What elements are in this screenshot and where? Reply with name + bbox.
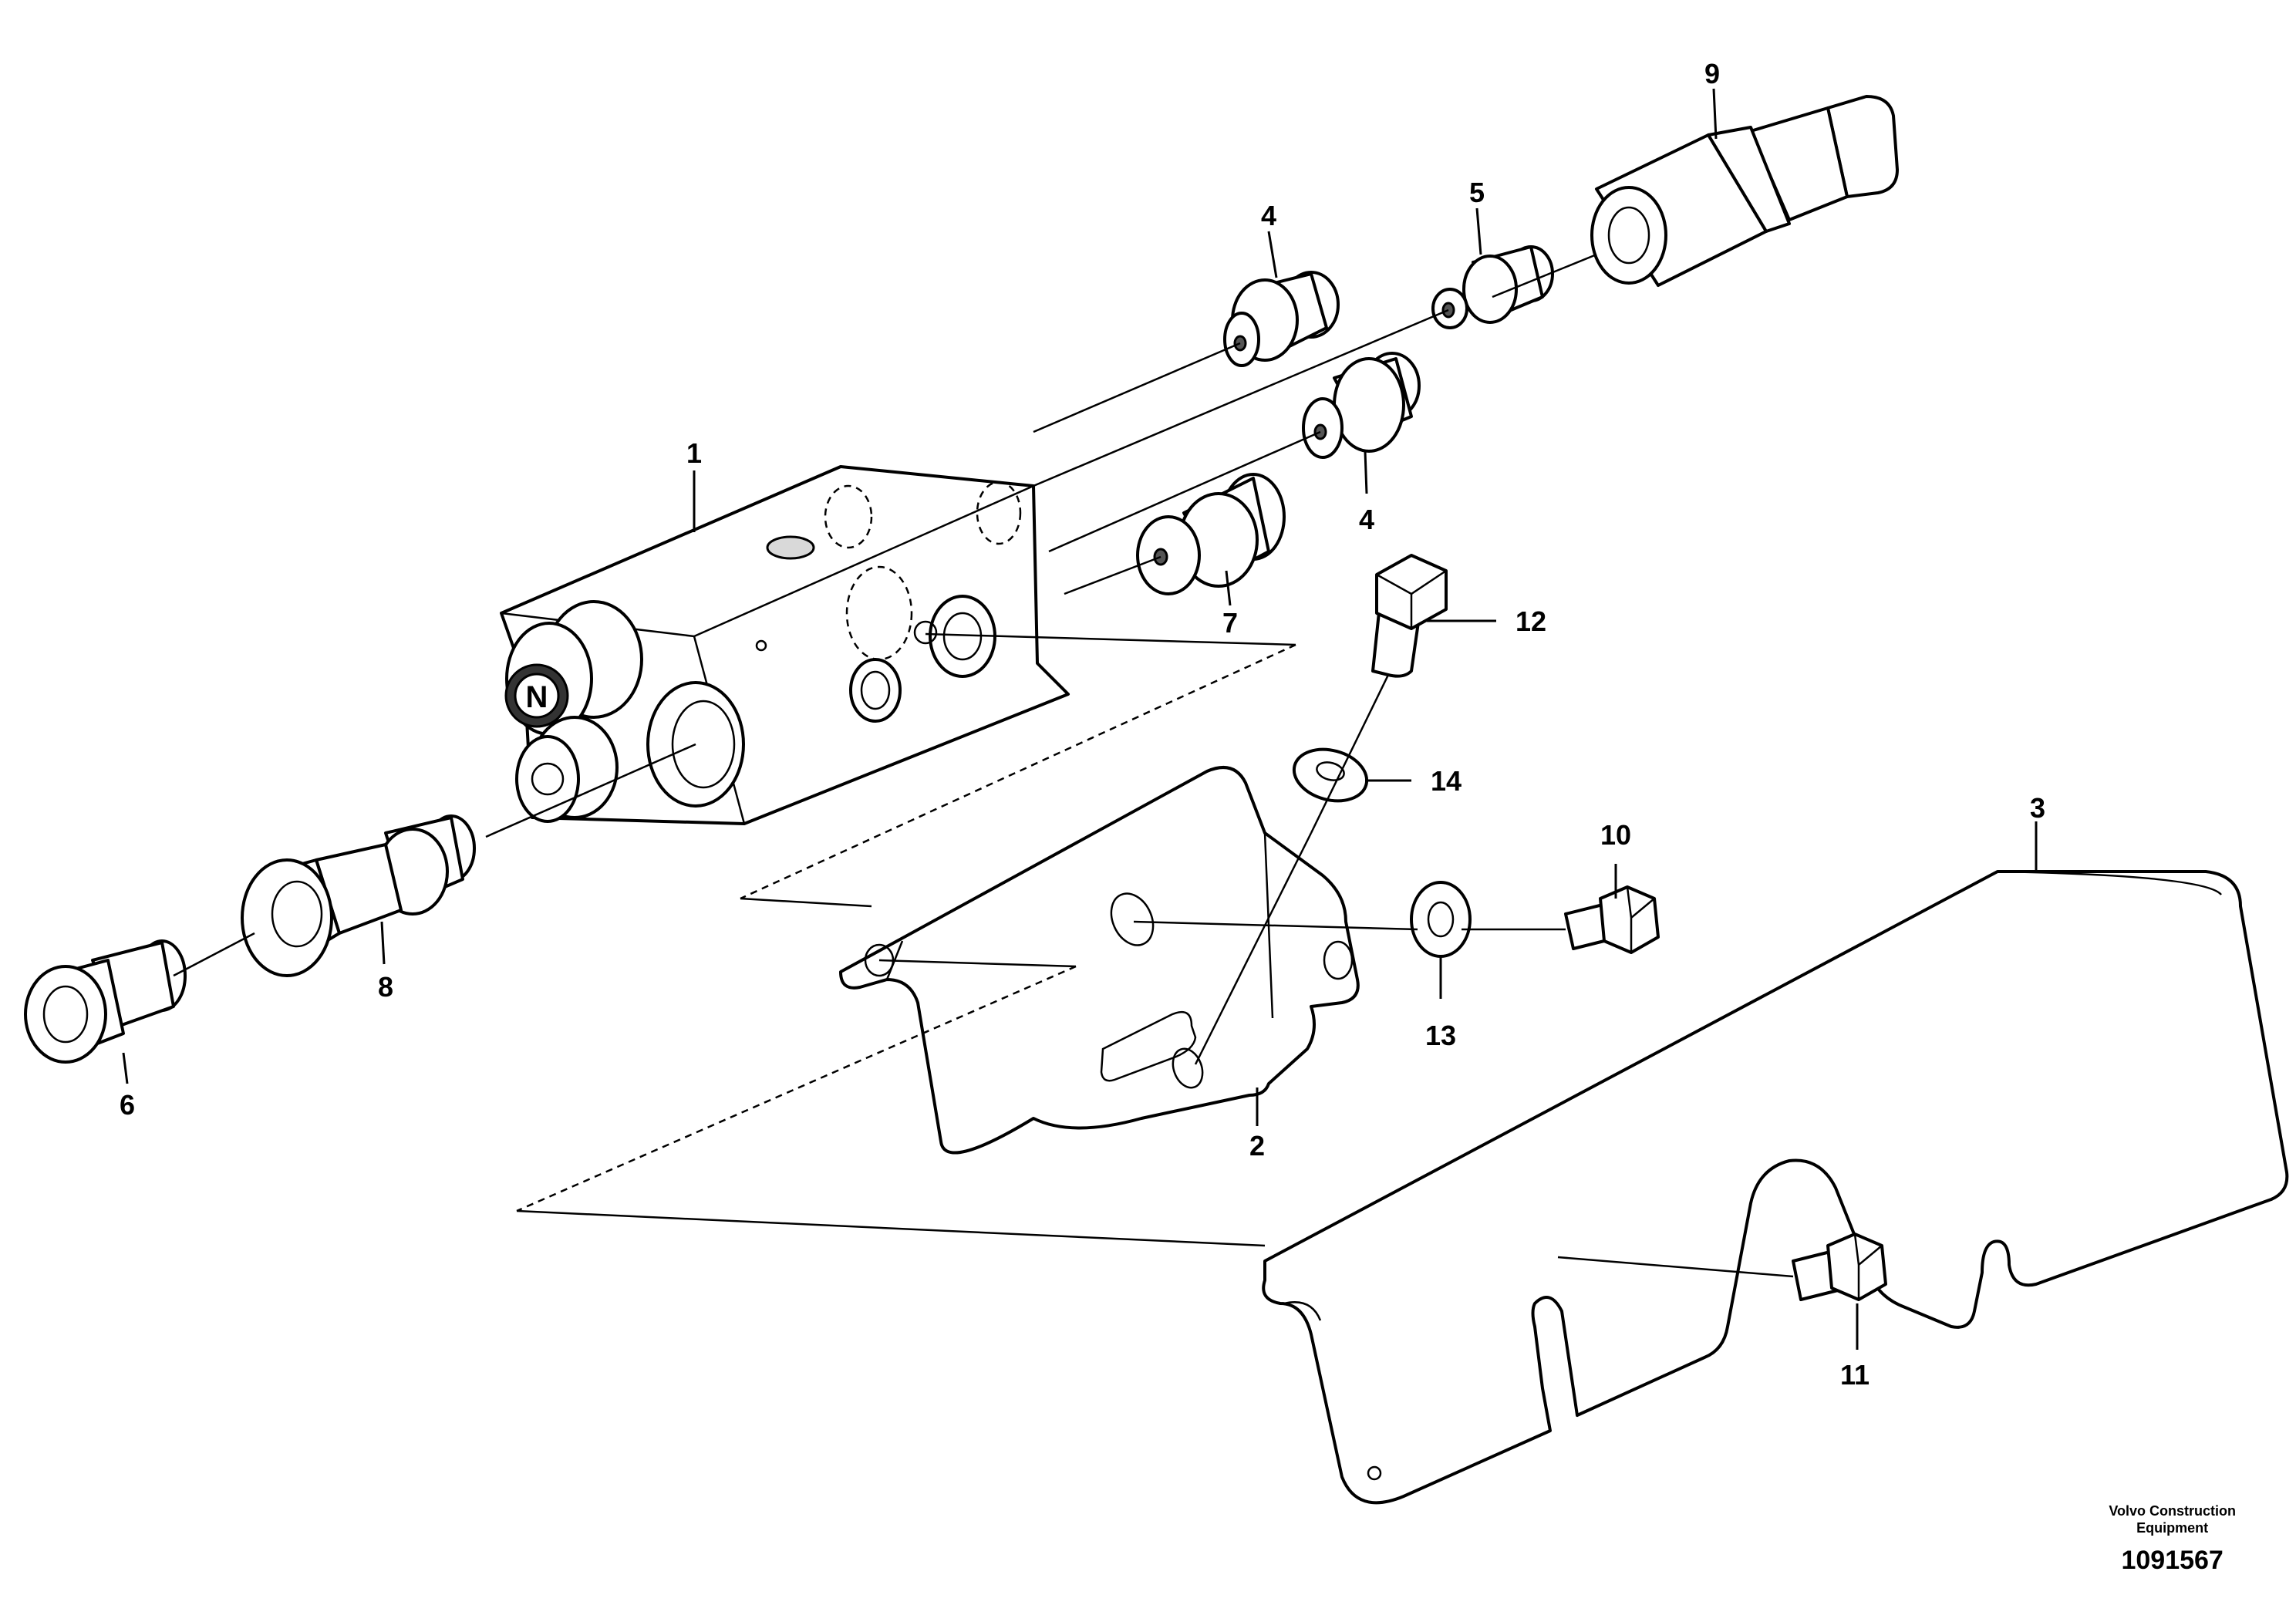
plug-part-6[interactable] — [24, 939, 187, 1064]
fitting-part-4-lower[interactable] — [1302, 352, 1421, 459]
callout-8: 8 — [378, 971, 393, 1003]
callout-12: 12 — [1515, 605, 1546, 637]
brand-line-1: Volvo Construction — [2109, 1503, 2236, 1519]
callout-2: 2 — [1249, 1130, 1265, 1162]
brand-line-2: Equipment — [2136, 1520, 2209, 1536]
washer-part-14[interactable] — [1288, 742, 1372, 809]
screw-part-11[interactable] — [1792, 1233, 1887, 1301]
callout-3: 3 — [2030, 792, 2045, 824]
washer-part-13[interactable] — [1410, 881, 1472, 958]
screw-part-10[interactable] — [1564, 885, 1660, 954]
callout-numbers: 1 4 5 9 4 7 12 14 10 3 13 8 6 2 11 — [120, 58, 2045, 1391]
drawing-reference-number: 1091567 — [2121, 1546, 2224, 1575]
footer-reference: Volvo Construction Equipment 1091567 — [2109, 1502, 2236, 1576]
callout-6: 6 — [120, 1089, 135, 1121]
callout-4-upper: 4 — [1261, 200, 1276, 231]
fitting-part-5[interactable] — [1431, 245, 1554, 329]
guard-plate-part-3[interactable] — [1262, 870, 2289, 1505]
fitting-part-4-upper[interactable] — [1223, 271, 1340, 367]
callout-4-lower: 4 — [1359, 504, 1374, 535]
assembly-lines — [173, 253, 1794, 1278]
callout-1: 1 — [686, 437, 702, 469]
leader-lines — [122, 88, 2038, 1350]
pressure-sensor-part-9[interactable] — [1590, 95, 1899, 287]
callout-13: 13 — [1425, 1020, 1456, 1051]
callout-9: 9 — [1704, 58, 1720, 89]
valve-block-part-1[interactable]: N — [500, 465, 1070, 825]
callout-10: 10 — [1600, 819, 1631, 851]
adapter-part-8[interactable] — [241, 814, 476, 977]
callout-14: 14 — [1431, 765, 1462, 797]
valve-mark-n: N — [526, 680, 548, 714]
bracket-part-2[interactable] — [839, 766, 1360, 1155]
screw-part-12[interactable] — [1371, 554, 1448, 678]
callout-11: 11 — [1840, 1359, 1870, 1391]
callout-7: 7 — [1222, 607, 1238, 639]
fitting-part-7[interactable] — [1136, 473, 1286, 595]
callout-5: 5 — [1469, 177, 1485, 208]
